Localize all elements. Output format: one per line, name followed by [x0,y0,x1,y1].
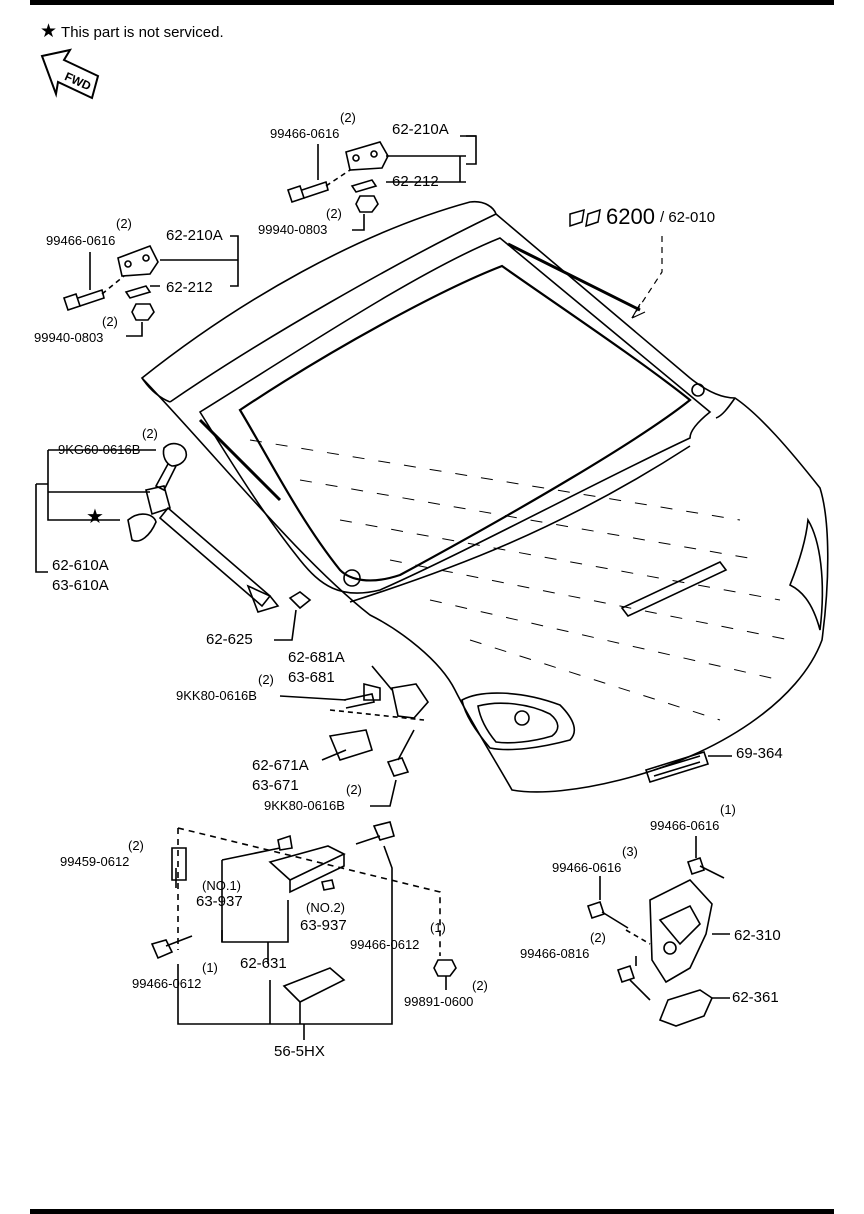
bottom-rule [30,1209,834,1214]
not-serviced-note: ★This part is not serviced. [40,20,224,43]
qty-label: (2) [102,314,118,329]
lock-assembly [586,836,730,1027]
qty-label: (2) [346,782,362,797]
part-label-62-610A: 62-610A [52,557,109,574]
part-label-62-212: 62-212 [392,173,439,190]
part-label-63-937: 63-937 [300,917,347,934]
part-label-62-210A: 62-210A [166,227,223,244]
note-text: This part is not serviced. [61,24,224,41]
part-label-9KG60-0616B: 9KG60-0616B [58,442,141,457]
part-label-99466-0616: 99466-0616 [552,860,622,875]
qty-label: (2) [472,978,488,993]
top-rule [30,0,834,5]
qty-label: (2) [258,672,274,687]
part-label-63-681: 63-681 [288,669,335,686]
ref-number-sub: / 62-010 [660,209,716,226]
liftgate-body [140,200,829,793]
part-label-62-310: 62-310 [734,927,781,944]
qty-label: (2) [128,838,144,853]
left-hinge-assembly [62,235,239,337]
part-label-69-364: 69-364 [736,745,783,762]
part-label-99466-0616: 99466-0616 [270,126,340,141]
part-label-56-5HX: 56-5HX [274,1043,325,1060]
qty-label: (2) [326,206,342,221]
switch-module-assembly [150,821,457,1040]
part-label-99891-0600: 99891-0600 [404,994,474,1009]
qty-label: (2) [116,216,132,231]
qty-label: (1) [720,802,736,817]
not-serviced-star-icon: ★ [86,506,104,528]
star-icon: ★ [40,21,58,42]
part-label-9KK80-0616B: 9KK80-0616B [264,798,345,813]
striker-bumpers [279,665,430,807]
part-label-9KK80-0616B: 9KK80-0616B [176,688,257,703]
part-label-63-610A: 63-610A [52,577,109,594]
qty-label: (2) [340,110,356,125]
part-label-99466-0612: 99466-0612 [132,976,202,991]
qty-label: (2) [142,426,158,441]
connector-no1-label: (NO.1) [202,878,241,893]
ref-number-main: 6200 [606,204,655,229]
part-label-62-671A: 62-671A [252,757,309,774]
gas-strut [35,442,312,641]
part-label-63-937: 63-937 [196,893,243,910]
top-hinge-assembly [286,135,477,231]
qty-label: (1) [430,920,446,935]
fwd-arrow-icon: FWD [40,48,100,100]
part-label-63-671: 63-671 [252,777,299,794]
body-leader [569,208,663,319]
qty-label: (3) [622,844,638,859]
part-label-99466-0616: 99466-0616 [650,818,720,833]
qty-label: (1) [202,960,218,975]
part-label-62-361: 62-361 [732,989,779,1006]
part-label-62-625: 62-625 [206,631,253,648]
connector-no2-label: (NO.2) [306,900,345,915]
part-label-62-681A: 62-681A [288,649,345,666]
part-label-99466-0816: 99466-0816 [520,946,590,961]
emblem [644,751,732,783]
qty-label: (2) [590,930,606,945]
part-label-99466-0612: 99466-0612 [350,937,420,952]
part-label-62-212: 62-212 [166,279,213,296]
part-label-99466-0616: 99466-0616 [46,233,116,248]
part-label-62-210A: 62-210A [392,121,449,138]
part-label-99940-0803: 99940-0803 [258,222,328,237]
part-label-99940-0803: 99940-0803 [34,330,104,345]
part-label-99459-0612: 99459-0612 [60,854,130,869]
part-label-62-631: 62-631 [240,955,287,972]
